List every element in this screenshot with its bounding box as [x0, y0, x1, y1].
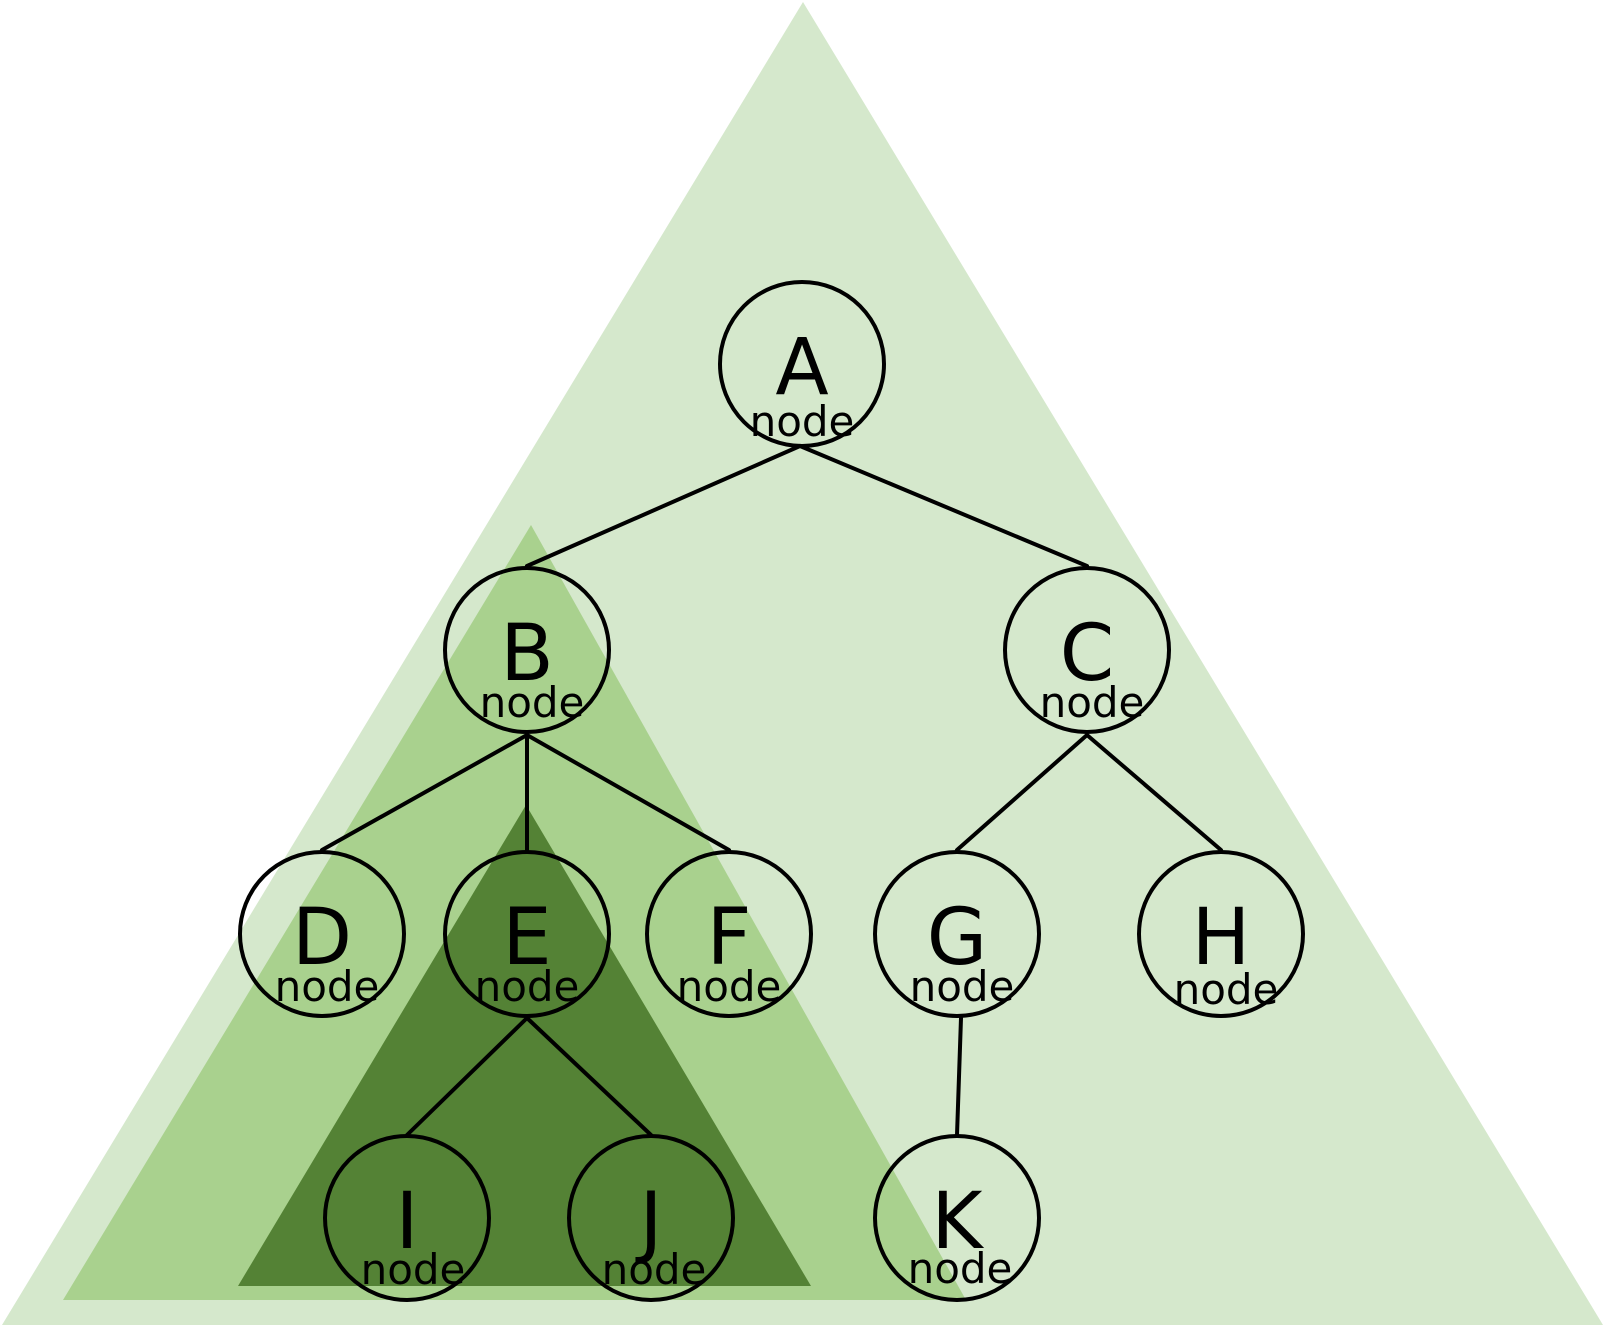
- node-j-letter: J: [634, 1177, 662, 1267]
- node-f-sub: node: [677, 962, 782, 1011]
- node-j: J node: [567, 1134, 735, 1302]
- edge-c-g: [955, 733, 1089, 852]
- node-a-letter: A: [775, 323, 828, 413]
- node-k: K node: [873, 1134, 1041, 1302]
- node-c-sub: node: [1040, 678, 1145, 727]
- edge-e-i: [405, 1016, 529, 1137]
- edge-b-f: [525, 733, 731, 852]
- node-j-sub: node: [602, 1245, 707, 1294]
- edge-e-j: [525, 1016, 653, 1137]
- edges: [320, 444, 1223, 1137]
- node-d-letter: D: [292, 893, 352, 983]
- edge-c-h: [1085, 733, 1223, 852]
- node-g-letter: G: [927, 893, 987, 983]
- node-c-letter: C: [1060, 609, 1114, 699]
- node-k-letter: K: [931, 1177, 984, 1267]
- node-c: C node: [1003, 566, 1171, 734]
- node-b-sub: node: [480, 678, 585, 727]
- node-h-sub: node: [1174, 965, 1279, 1014]
- node-b-letter: B: [500, 609, 554, 699]
- node-i-sub: node: [361, 1245, 466, 1294]
- node-e: E node: [443, 850, 611, 1018]
- edge-a-c: [798, 444, 1089, 568]
- node-g: G node: [873, 850, 1041, 1018]
- edge-a-b: [525, 444, 802, 568]
- node-d-sub: node: [275, 962, 380, 1011]
- node-i: I node: [323, 1134, 491, 1302]
- node-f: F node: [645, 850, 813, 1018]
- node-e-letter: E: [502, 893, 551, 983]
- nodes: A node B node C node D node E node F nod…: [238, 280, 1305, 1302]
- edge-g-k: [955, 1016, 963, 1137]
- node-k-sub: node: [908, 1244, 1013, 1293]
- node-h-letter: H: [1192, 893, 1251, 983]
- inner-subtree-triangle: [238, 805, 811, 1286]
- node-b: B node: [443, 566, 611, 734]
- node-g-sub: node: [910, 962, 1015, 1011]
- node-a-sub: node: [750, 397, 855, 446]
- node-i-letter: I: [395, 1177, 418, 1267]
- node-d: D node: [238, 850, 406, 1018]
- node-e-sub: node: [475, 962, 580, 1011]
- edge-b-d: [320, 733, 529, 852]
- node-f-letter: F: [707, 893, 752, 983]
- node-h: H node: [1137, 850, 1305, 1018]
- node-a: A node: [718, 280, 886, 448]
